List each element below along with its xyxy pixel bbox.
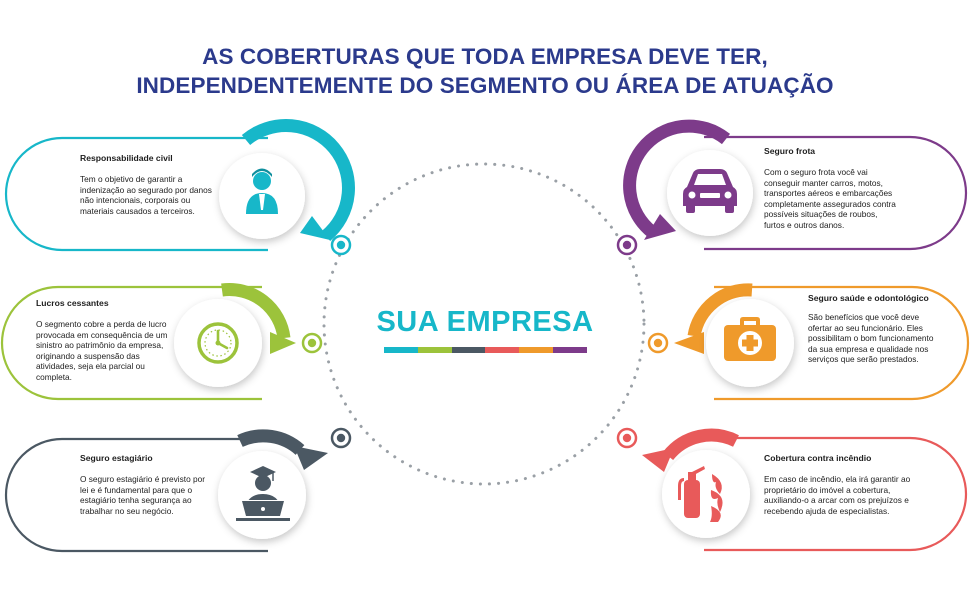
card-arc [237, 429, 305, 456]
frota-text: Seguro frota Com o seguro frota você vai… [764, 146, 898, 231]
card-pointer [294, 446, 328, 470]
card-body: Com o seguro frota você vai conseguir ma… [764, 167, 896, 230]
card-body: Tem o objetivo de garantir a indenização… [80, 174, 212, 216]
color-segment-teal [384, 347, 418, 353]
card-body: São benefícios que você deve ofertar ao … [808, 312, 934, 365]
center-label: SUA EMPRESA [376, 306, 594, 338]
incendio-text: Cobertura contra incêndio Em caso de inc… [764, 453, 914, 516]
card-responsabilidade-civil [4, 119, 355, 256]
card-lucros-cessantes [0, 283, 323, 401]
card-outline [4, 437, 268, 553]
card-outline [0, 285, 262, 401]
card-arc [623, 119, 731, 238]
saude-text: Seguro saúde e odontológico São benefíci… [808, 293, 944, 365]
card-outline [4, 136, 268, 252]
medical-kit-icon [724, 317, 776, 361]
color-segment-orange [519, 347, 554, 353]
icon-disc [662, 450, 750, 538]
color-segment-green [417, 347, 452, 353]
card-seguro-saude [647, 283, 970, 401]
color-segment-gray [451, 347, 486, 353]
card-pointer [300, 216, 330, 240]
card-body: Em caso de incêndio, ela irá garantir ao… [764, 474, 911, 516]
card-arc [662, 428, 739, 461]
car-icon [683, 169, 737, 213]
card-title: Seguro estagiário [80, 453, 153, 463]
card-body: O segmento cobre a perda de lucro provoc… [36, 319, 168, 382]
estagiario-text: Seguro estagiário O seguro estagiário é … [80, 453, 212, 516]
businessman-icon [246, 168, 278, 214]
page-title-line-2: INDEPENDENTEMENTE DO SEGMENTO OU ÁREA DE… [136, 73, 834, 98]
clock-icon [197, 322, 239, 364]
card-pointer [270, 332, 296, 354]
page-title-line-1: AS COBERTURAS QUE TODA EMPRESA DEVE TER, [202, 44, 768, 69]
card-outline [714, 285, 970, 401]
graduate-laptop-icon [236, 466, 290, 521]
responsabilidade-text: Responsabilidade civil Tem o objetivo de… [80, 153, 216, 216]
central-dotted-ring [322, 162, 646, 486]
color-segment-purple [553, 347, 587, 353]
fire-extinguisher-icon [678, 466, 723, 522]
card-pointer [674, 332, 704, 354]
card-title: Cobertura contra incêndio [764, 453, 872, 463]
card-arc [687, 283, 753, 338]
card-title: Seguro saúde e odontológico [808, 293, 929, 303]
color-segment-red [485, 347, 520, 353]
card-pointer [642, 448, 674, 472]
card-outline [704, 436, 968, 552]
center-color-bar [384, 347, 587, 353]
card-seguro-estagiario [4, 427, 352, 553]
lucros-text: Lucros cessantes O segmento cobre a perd… [36, 298, 174, 383]
card-title: Seguro frota [764, 146, 816, 156]
card-pointer [644, 214, 676, 240]
card-title: Responsabilidade civil [80, 153, 173, 163]
card-body: O seguro estagiário é previsto por lei e… [80, 474, 205, 516]
card-seguro-frota [616, 119, 968, 256]
card-arc [241, 119, 355, 241]
card-arc [221, 283, 291, 340]
card-title: Lucros cessantes [36, 298, 109, 308]
card-cobertura-incendio [616, 427, 968, 552]
card-outline [704, 135, 968, 251]
